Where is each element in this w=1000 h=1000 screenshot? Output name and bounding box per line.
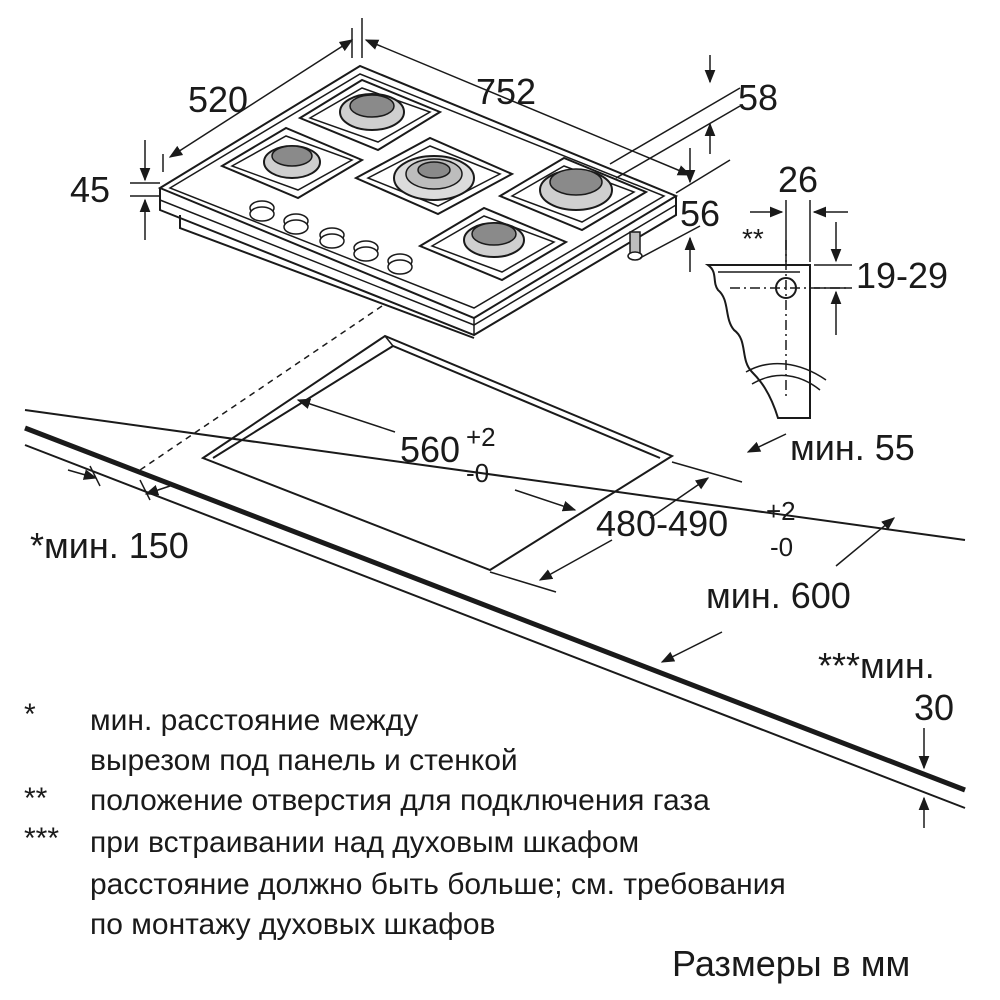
note-3-line-1: при встраивании над духовым шкафом — [90, 826, 639, 859]
note-3-mark: *** — [24, 822, 59, 855]
note-2-mark: ** — [24, 782, 48, 815]
dim-58: 58 — [738, 77, 778, 118]
clearance-min-55: мин. 55 — [790, 427, 915, 468]
cutout-depth-value: 480-490 — [596, 503, 728, 544]
cutout-depth-minus: -0 — [770, 532, 793, 562]
dimension-lines — [130, 18, 741, 272]
burner-front-right — [463, 222, 525, 258]
clearance-dimension-lines — [67, 398, 930, 828]
countertop — [24, 409, 966, 809]
note-2-line-1: положение отверстия для подключения газа — [90, 784, 710, 817]
dim-19-29: 19-29 — [856, 255, 948, 296]
dim-26: 26 — [778, 159, 818, 200]
note-3-line-2: расстояние должно быть больше; см. требо… — [90, 868, 786, 901]
burner-front-left — [263, 145, 321, 179]
footnotes: * мин. расстояние между вырезом под пане… — [24, 698, 786, 941]
burner-back-right — [539, 168, 613, 211]
cutout-opening — [139, 305, 675, 572]
dim-45: 45 — [70, 169, 110, 210]
control-knobs — [249, 200, 413, 275]
clearance-min-150: *мин. 150 — [30, 525, 189, 566]
dim-520: 520 — [188, 79, 248, 120]
burner-back-left — [339, 93, 405, 131]
pan-support-front-right — [417, 206, 569, 282]
clearance-min-600: мин. 600 — [706, 575, 851, 616]
cutout-width-value: 560 — [400, 429, 460, 470]
note-3-line-3: по монтажу духовых шкафов — [90, 908, 496, 941]
clearance-min-30-value: 30 — [914, 687, 954, 728]
burner-wok — [393, 155, 475, 201]
note-1-mark: * — [24, 698, 36, 731]
gas-position-mark: ** — [742, 223, 764, 254]
cutout-width-minus: -0 — [466, 458, 489, 488]
cutout-width-plus: +2 — [466, 422, 496, 452]
note-1-line-1: мин. расстояние между — [90, 704, 418, 737]
gas-connection-detail — [704, 200, 852, 419]
dim-752: 752 — [476, 71, 536, 112]
clearance-min-30-label: ***мин. — [818, 645, 935, 686]
units-caption: Размеры в мм — [672, 943, 910, 984]
gas-connector — [627, 231, 643, 261]
dim-56: 56 — [680, 193, 720, 234]
note-1-line-2: вырезом под панель и стенкой — [90, 744, 518, 777]
cutout-depth-plus: +2 — [766, 496, 796, 526]
